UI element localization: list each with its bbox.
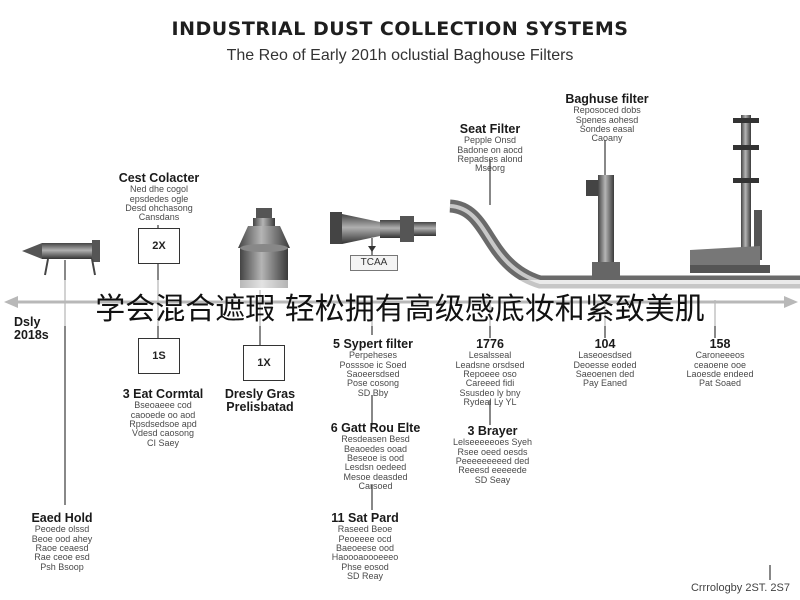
label-1776: 1776 Lesalsseal Leadsne orsdsed Repoeee … — [455, 337, 525, 408]
overlay-band — [0, 280, 800, 326]
label-dresly-gras: Dresly Gras Prelisbatad — [224, 387, 296, 415]
drum-collector-illustration — [238, 208, 290, 288]
label-sypert-filter: 5 Sypert filter Perpeheses Posssoe ic So… — [333, 337, 413, 398]
label-158: 158 Caroneeeos ceaoene ooe Laoesde endee… — [686, 337, 754, 389]
label-cest-colacter: Cest Colacter Ned dhe cogol epsdedes ogl… — [118, 171, 200, 223]
tag-tcaa: TCAA — [350, 255, 398, 271]
page-title: INDUSTRIAL DUST COLLECTION SYSTEMS — [171, 18, 629, 40]
footer-caption: Crrrologby 2ST. 2S7 — [690, 582, 790, 594]
horn-separator-illustration — [330, 212, 436, 252]
axis-start-label: Dsly 2018s — [14, 315, 49, 343]
overlay-caption: 学会混合遮瑕 轻松拥有高级感底妆和紧致美肌 — [95, 292, 705, 327]
label-sat-pard: 11 Sat Pard Raseed Beoe Peoeeee ocd Baeo… — [331, 511, 399, 582]
cylinder-collector-illustration — [22, 240, 100, 276]
label-seat-filter: Seat Filter Pepple Onsd Badone on aocd R… — [457, 122, 523, 174]
label-brayer: 3 Brayer Lelseeeeeoes Syeh Rsee oeed oes… — [452, 424, 533, 485]
label-east-cormtal: 3 Eat Cormtal Bseoaeee cod caooede oo ao… — [122, 387, 204, 448]
label-baghuse-filter: Baghuse filter Reposoced dobs Spenes aoh… — [565, 92, 649, 144]
label-104: 104 Laseoesdsed Deoesse eoded Saeoenen d… — [573, 337, 637, 389]
box-1s: 1S — [138, 338, 180, 374]
stack-platform-illustration — [690, 115, 770, 273]
label-east-hold: Eaed Hold Peoede olssd Beoe ood ahey Rao… — [31, 511, 93, 572]
box-1x: 1X — [243, 345, 285, 381]
page-subtitle: The Reo of Early 201h oclustial Baghouse… — [226, 47, 574, 64]
baghouse-tower-illustration — [586, 175, 620, 280]
label-gatt-rou-filter: 6 Gatt Rou Elte Resdeasen Besd Beaoedes … — [330, 421, 421, 492]
curved-duct-illustration — [449, 199, 800, 289]
box-2x: 2X — [138, 228, 180, 264]
